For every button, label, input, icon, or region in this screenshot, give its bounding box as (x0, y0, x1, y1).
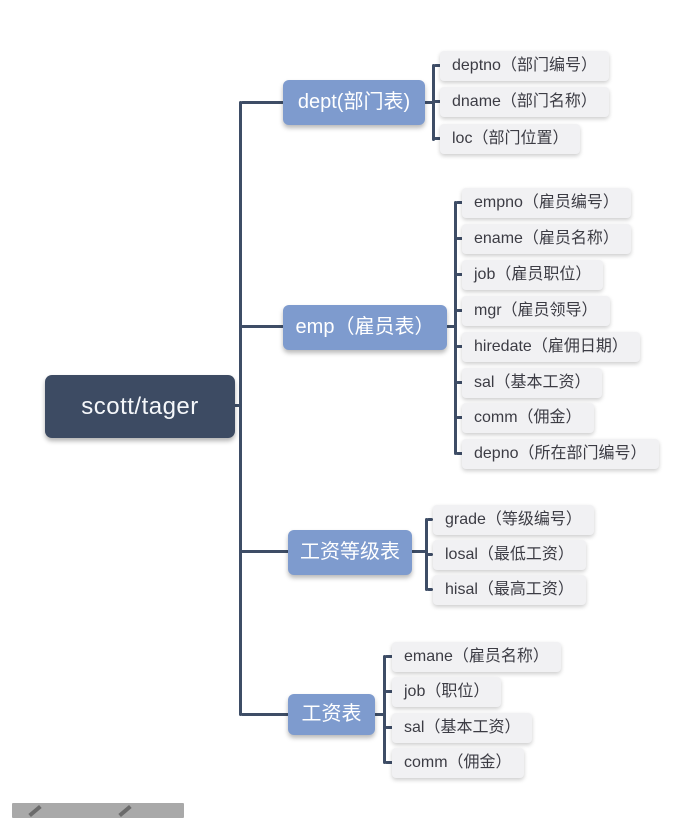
connector-branch-salary (241, 713, 289, 716)
connector-leaf (427, 553, 433, 556)
connector-leaf (434, 64, 441, 67)
leaf-node-salary-sal[interactable]: sal（基本工资） (392, 713, 533, 743)
leaf-node-comm[interactable]: comm（佣金） (462, 403, 594, 433)
connector-branch-salgrade (241, 550, 289, 553)
connector-salary-subtrunk (383, 655, 386, 764)
connector-leaf (385, 726, 393, 729)
connector-branch-dept (241, 101, 284, 104)
leaf-node-sal[interactable]: sal（基本工资） (462, 368, 603, 398)
leaf-node-loc[interactable]: loc（部门位置） (440, 124, 581, 154)
leaf-node-emane[interactable]: emane（雇员名称） (392, 642, 561, 672)
connector-leaf (434, 100, 441, 103)
watermark-mark (118, 804, 132, 818)
leaf-node-dname[interactable]: dname（部门名称） (440, 87, 609, 117)
connector-dept-out (424, 101, 434, 104)
leaf-node-job[interactable]: job（雇员职位） (462, 260, 604, 290)
connector-leaf (456, 452, 463, 455)
connector-dept-subtrunk (432, 64, 435, 141)
connector-salgrade-out (411, 550, 427, 553)
connector-leaf (456, 381, 463, 384)
connector-leaf (456, 309, 463, 312)
branch-node-salary[interactable]: 工资表 (288, 694, 375, 735)
leaf-node-salary-comm[interactable]: comm（佣金） (392, 748, 524, 778)
connector-leaf (427, 588, 433, 591)
leaf-node-depno[interactable]: depno（所在部门编号） (462, 439, 659, 469)
branch-node-dept[interactable]: dept(部门表) (283, 80, 425, 125)
connector-leaf (385, 690, 393, 693)
leaf-node-hiredate[interactable]: hiredate（雇佣日期） (462, 332, 640, 362)
connector-leaf (385, 761, 393, 764)
root-node[interactable]: scott/tager (45, 375, 235, 438)
leaf-node-grade[interactable]: grade（等级编号） (433, 505, 594, 535)
leaf-node-ename[interactable]: ename（雇员名称） (462, 224, 631, 254)
connector-leaf (434, 137, 441, 140)
connector-branch-emp (241, 325, 284, 328)
connector-leaf (456, 273, 463, 276)
branch-node-salgrade[interactable]: 工资等级表 (288, 530, 412, 575)
leaf-node-hisal[interactable]: hisal（最高工资） (433, 575, 586, 605)
watermark-mark (28, 804, 42, 818)
leaf-node-empno[interactable]: empno（雇员编号） (462, 188, 631, 218)
connector-leaf (456, 237, 463, 240)
connector-emp-subtrunk (454, 201, 457, 455)
leaf-node-losal[interactable]: losal（最低工资） (433, 540, 586, 570)
connector-leaf (456, 416, 463, 419)
connector-leaf (427, 518, 433, 521)
leaf-node-deptno[interactable]: deptno（部门编号） (440, 51, 609, 81)
watermark (12, 803, 184, 818)
leaf-node-salary-job[interactable]: job（职位） (392, 677, 502, 707)
connector-leaf (385, 655, 393, 658)
connector-trunk (239, 101, 242, 716)
connector-salary-out (374, 713, 386, 716)
connector-leaf (456, 345, 463, 348)
connector-emp-out (446, 325, 456, 328)
branch-node-emp[interactable]: emp（雇员表） (283, 305, 447, 350)
leaf-node-mgr[interactable]: mgr（雇员领导） (462, 296, 610, 326)
connector-salgrade-subtrunk (425, 518, 428, 591)
connector-root (234, 404, 242, 407)
connector-leaf (456, 201, 463, 204)
